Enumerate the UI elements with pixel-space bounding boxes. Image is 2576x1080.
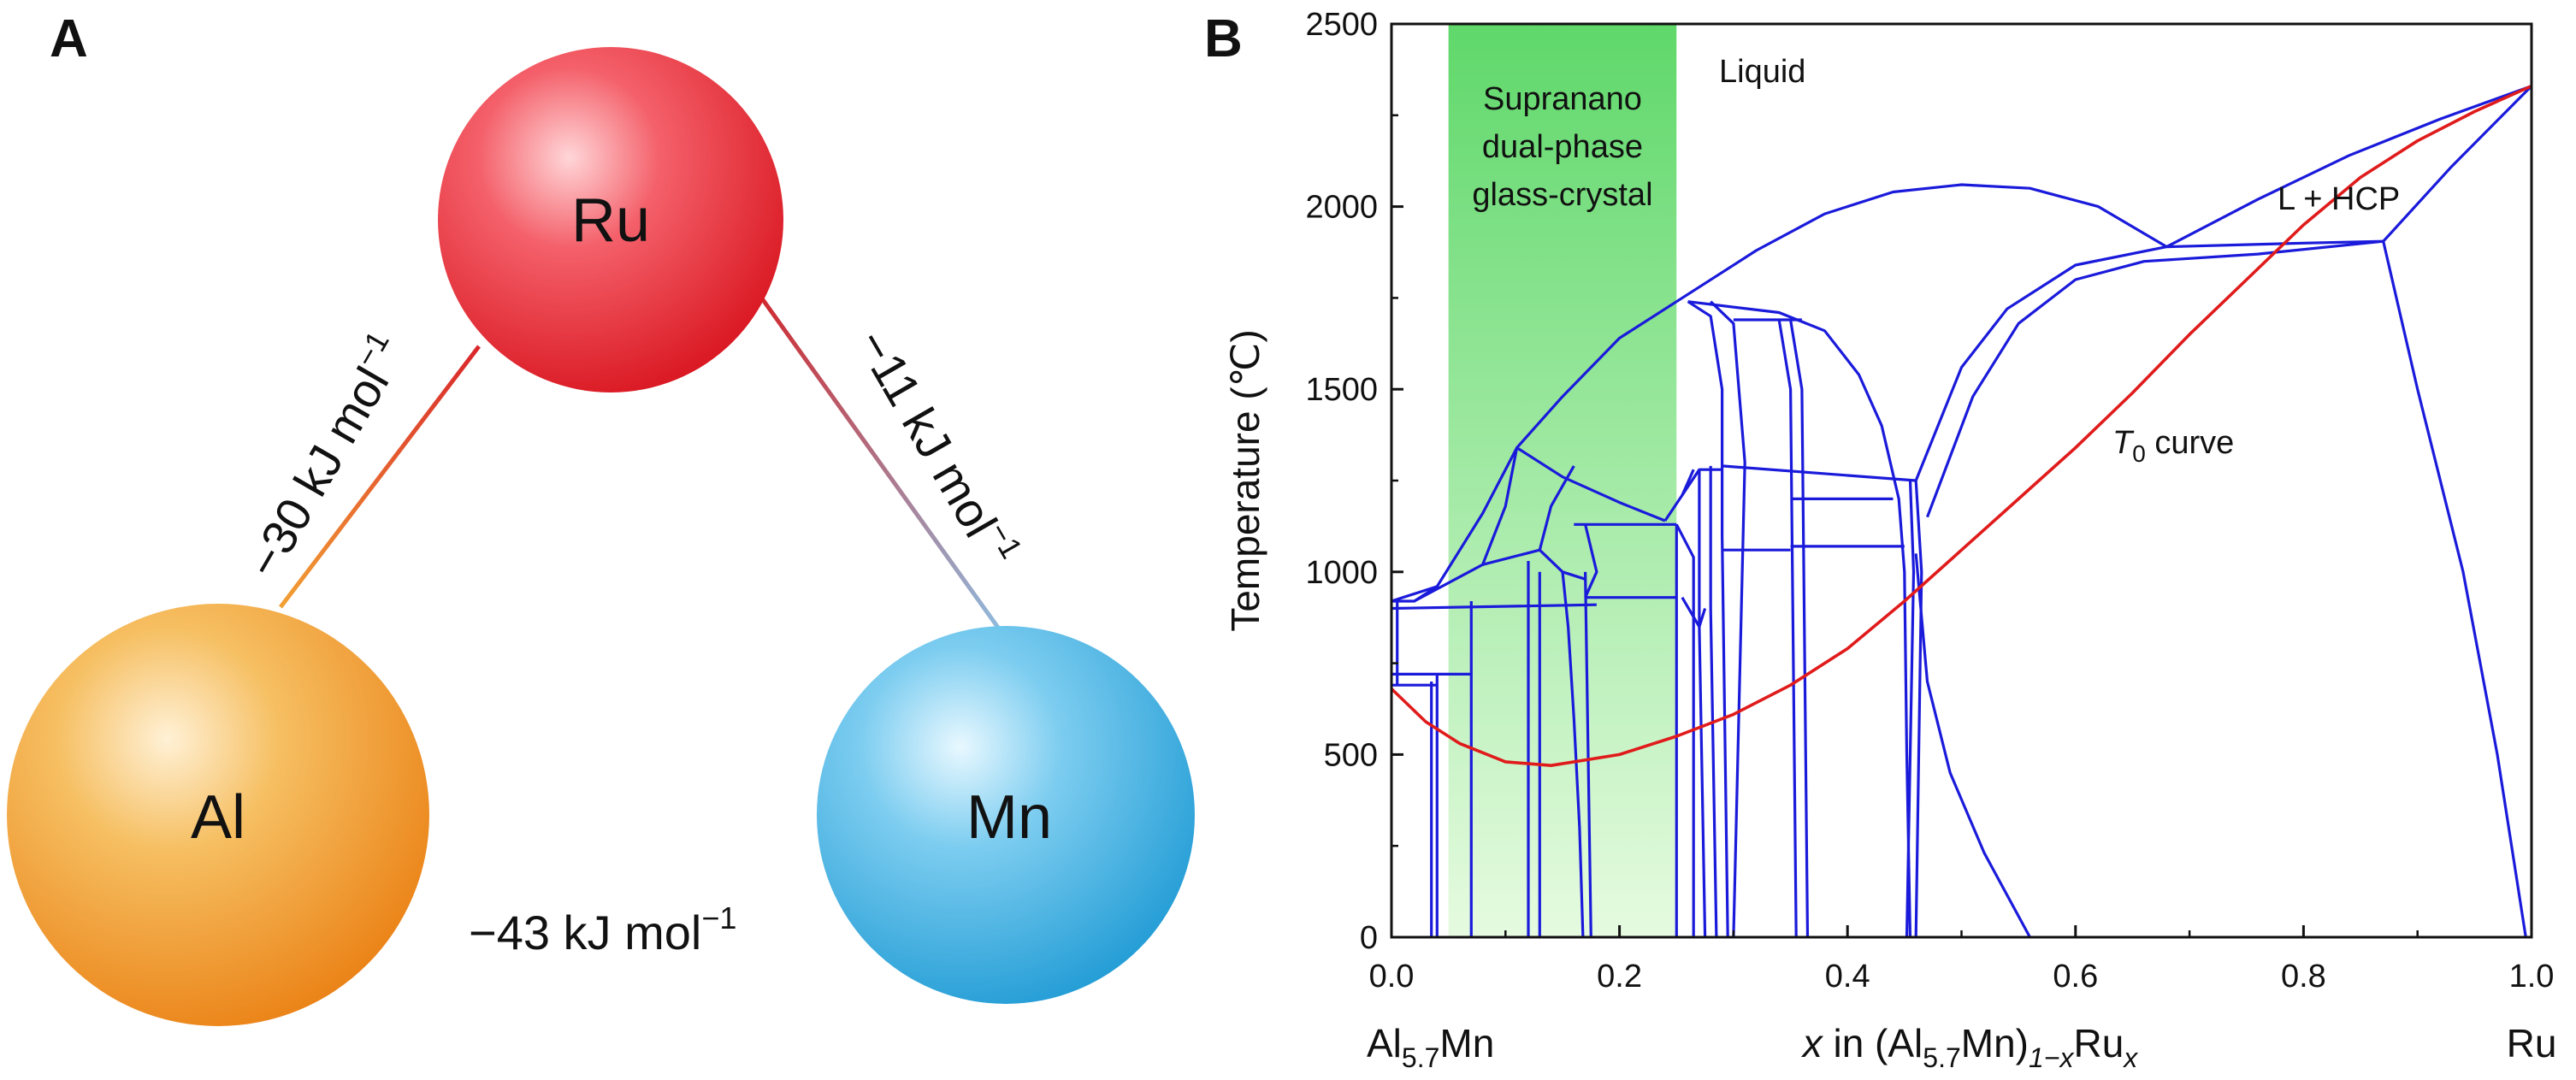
atom-ru: Ru: [438, 47, 783, 392]
x-axis-title-part-4: 1−x: [2029, 1042, 2074, 1073]
phase-boundaries: [1391, 85, 2533, 938]
atom-al: Al: [7, 604, 429, 1026]
phase-boundary-35: [1681, 596, 1707, 629]
phase-boundary-5: [2382, 240, 2527, 938]
annotation-band-line3: glass-crystal: [1472, 177, 1652, 213]
x-end-label-left-part-2: Mn: [1439, 1021, 1494, 1065]
phase-boundary-25: [1584, 571, 1592, 938]
atom-al-sphere: [7, 604, 429, 1026]
bond-al-ru-value: −30 kJ mol: [236, 358, 399, 587]
atom-ru-label: Ru: [571, 186, 650, 255]
panel-b-label: B: [1204, 9, 1243, 68]
phase-boundary-40: [1777, 319, 1798, 938]
phase-boundary-4: [2382, 85, 2533, 243]
bond-al-mn-label: −43 kJ mol−1: [469, 900, 736, 959]
annotation-t0-curve: T0 curve: [2112, 425, 2234, 467]
phase-boundary-46: [1914, 480, 1923, 938]
phase-boundary-2: [2165, 85, 2532, 249]
t0-curve-line: [1390, 84, 2532, 768]
y-tick-label-0: 0: [1360, 920, 1378, 956]
annotation-band-line1: Supranano: [1483, 81, 1642, 117]
annotation-l-hcp: L + HCP: [2278, 181, 2400, 217]
x-end-label-left: Al5.7Mn: [1367, 1021, 1494, 1073]
atom-mn-sphere: [817, 626, 1195, 1004]
atom-ru-sphere: [438, 47, 783, 392]
phase-boundary-36: [1687, 300, 1729, 938]
x-tick-label-5: 1.0: [2509, 959, 2555, 994]
phase-diagram: 0.0 0.2 0.4 0.6 0.8 1.0 0 500 1000 1500 2000 2500Te…: [1223, 7, 2556, 1073]
phase-boundary-42: [1722, 464, 1917, 482]
x-tick-label-2: 0.4: [1825, 959, 1870, 994]
phase-boundary-8: [1914, 553, 2031, 938]
phase-boundary-18: [1515, 446, 1666, 522]
bond-al-mn-exp: −1: [701, 900, 736, 935]
atom-al-label: Al: [191, 783, 245, 852]
annotation-t0-curve-part-0: T: [2112, 425, 2135, 461]
x-axis-title-part-2: 5.7: [1923, 1042, 1960, 1073]
x-axis-title-part-0: x: [1801, 1021, 1824, 1065]
x-tick-label-0: 0.0: [1369, 959, 1415, 994]
phase-boundary-17: [1413, 447, 1519, 603]
phase-boundary-28: [1584, 523, 1598, 599]
y-tick-label-3: 1500: [1305, 372, 1378, 408]
phase-boundary-30: [1675, 523, 1695, 937]
phase-boundary-33: [1698, 469, 1707, 938]
y-tick-label-4: 2000: [1305, 190, 1378, 226]
bond-ru-mn: [757, 293, 1007, 639]
x-axis-title-part-3: Mn): [1961, 1021, 2029, 1065]
panel-a-label: A: [50, 9, 88, 68]
phase-boundary-20: [1538, 465, 1575, 551]
annotation-t0-curve-part-2: curve: [2146, 425, 2234, 461]
x-end-label-left-part-1: 5.7: [1402, 1042, 1439, 1073]
x-axis-title: x in (Al5.7Mn)1−xRux: [1801, 1021, 2139, 1073]
phase-boundary-37: [1710, 300, 1746, 938]
phase-boundary-7: [1926, 239, 2384, 518]
annotation-t0-curve-part-1: 0: [2132, 440, 2146, 467]
supranano-band: [1448, 24, 1677, 937]
y-axis-title: Temperature (℃): [1223, 329, 1267, 631]
x-axis-title-part-1: in (Al: [1823, 1021, 1923, 1065]
x-tick-label-1: 0.2: [1597, 959, 1642, 994]
x-end-label-right: Ru: [2507, 1021, 2557, 1065]
y-tick-label-1: 500: [1324, 737, 1378, 773]
x-axis-title-part-5: Ru: [2073, 1021, 2124, 1065]
x-tick-label-4: 0.8: [2281, 959, 2326, 994]
bond-ru-mn-label: −11 kJ mol−1: [847, 318, 1030, 576]
x-tick-label-3: 0.6: [2053, 959, 2098, 994]
atom-mn-label: Mn: [966, 783, 1052, 852]
phase-boundary-3: [2166, 239, 2384, 249]
y-tick-label-2: 1000: [1305, 555, 1378, 591]
phase-boundary-19: [1482, 548, 1540, 566]
annotation-liquid: Liquid: [1719, 54, 1805, 90]
phase-boundary-24: [1561, 571, 1585, 938]
y-tick-label-5: 2500: [1305, 7, 1378, 43]
phase-boundary-10: [1391, 603, 1597, 611]
x-end-label-left-part-0: Al: [1367, 1021, 1402, 1065]
phase-boundary-6: [1914, 245, 2167, 481]
bond-al-mn-value: −43 kJ mol: [469, 906, 701, 959]
phase-boundary-47: [1905, 480, 1916, 938]
phase-boundary-1: [1675, 183, 2168, 304]
annotation-band-line2: dual-phase: [1482, 129, 1643, 165]
bond-ru-mn-value: −11 kJ mol: [847, 321, 1008, 546]
x-axis-title-part-6: x: [2122, 1042, 2138, 1073]
phase-boundary-41: [1789, 319, 1810, 938]
phase-boundary-34: [1709, 465, 1718, 938]
atom-mn: Mn: [817, 626, 1195, 1004]
bond-al-ru: [279, 345, 481, 609]
